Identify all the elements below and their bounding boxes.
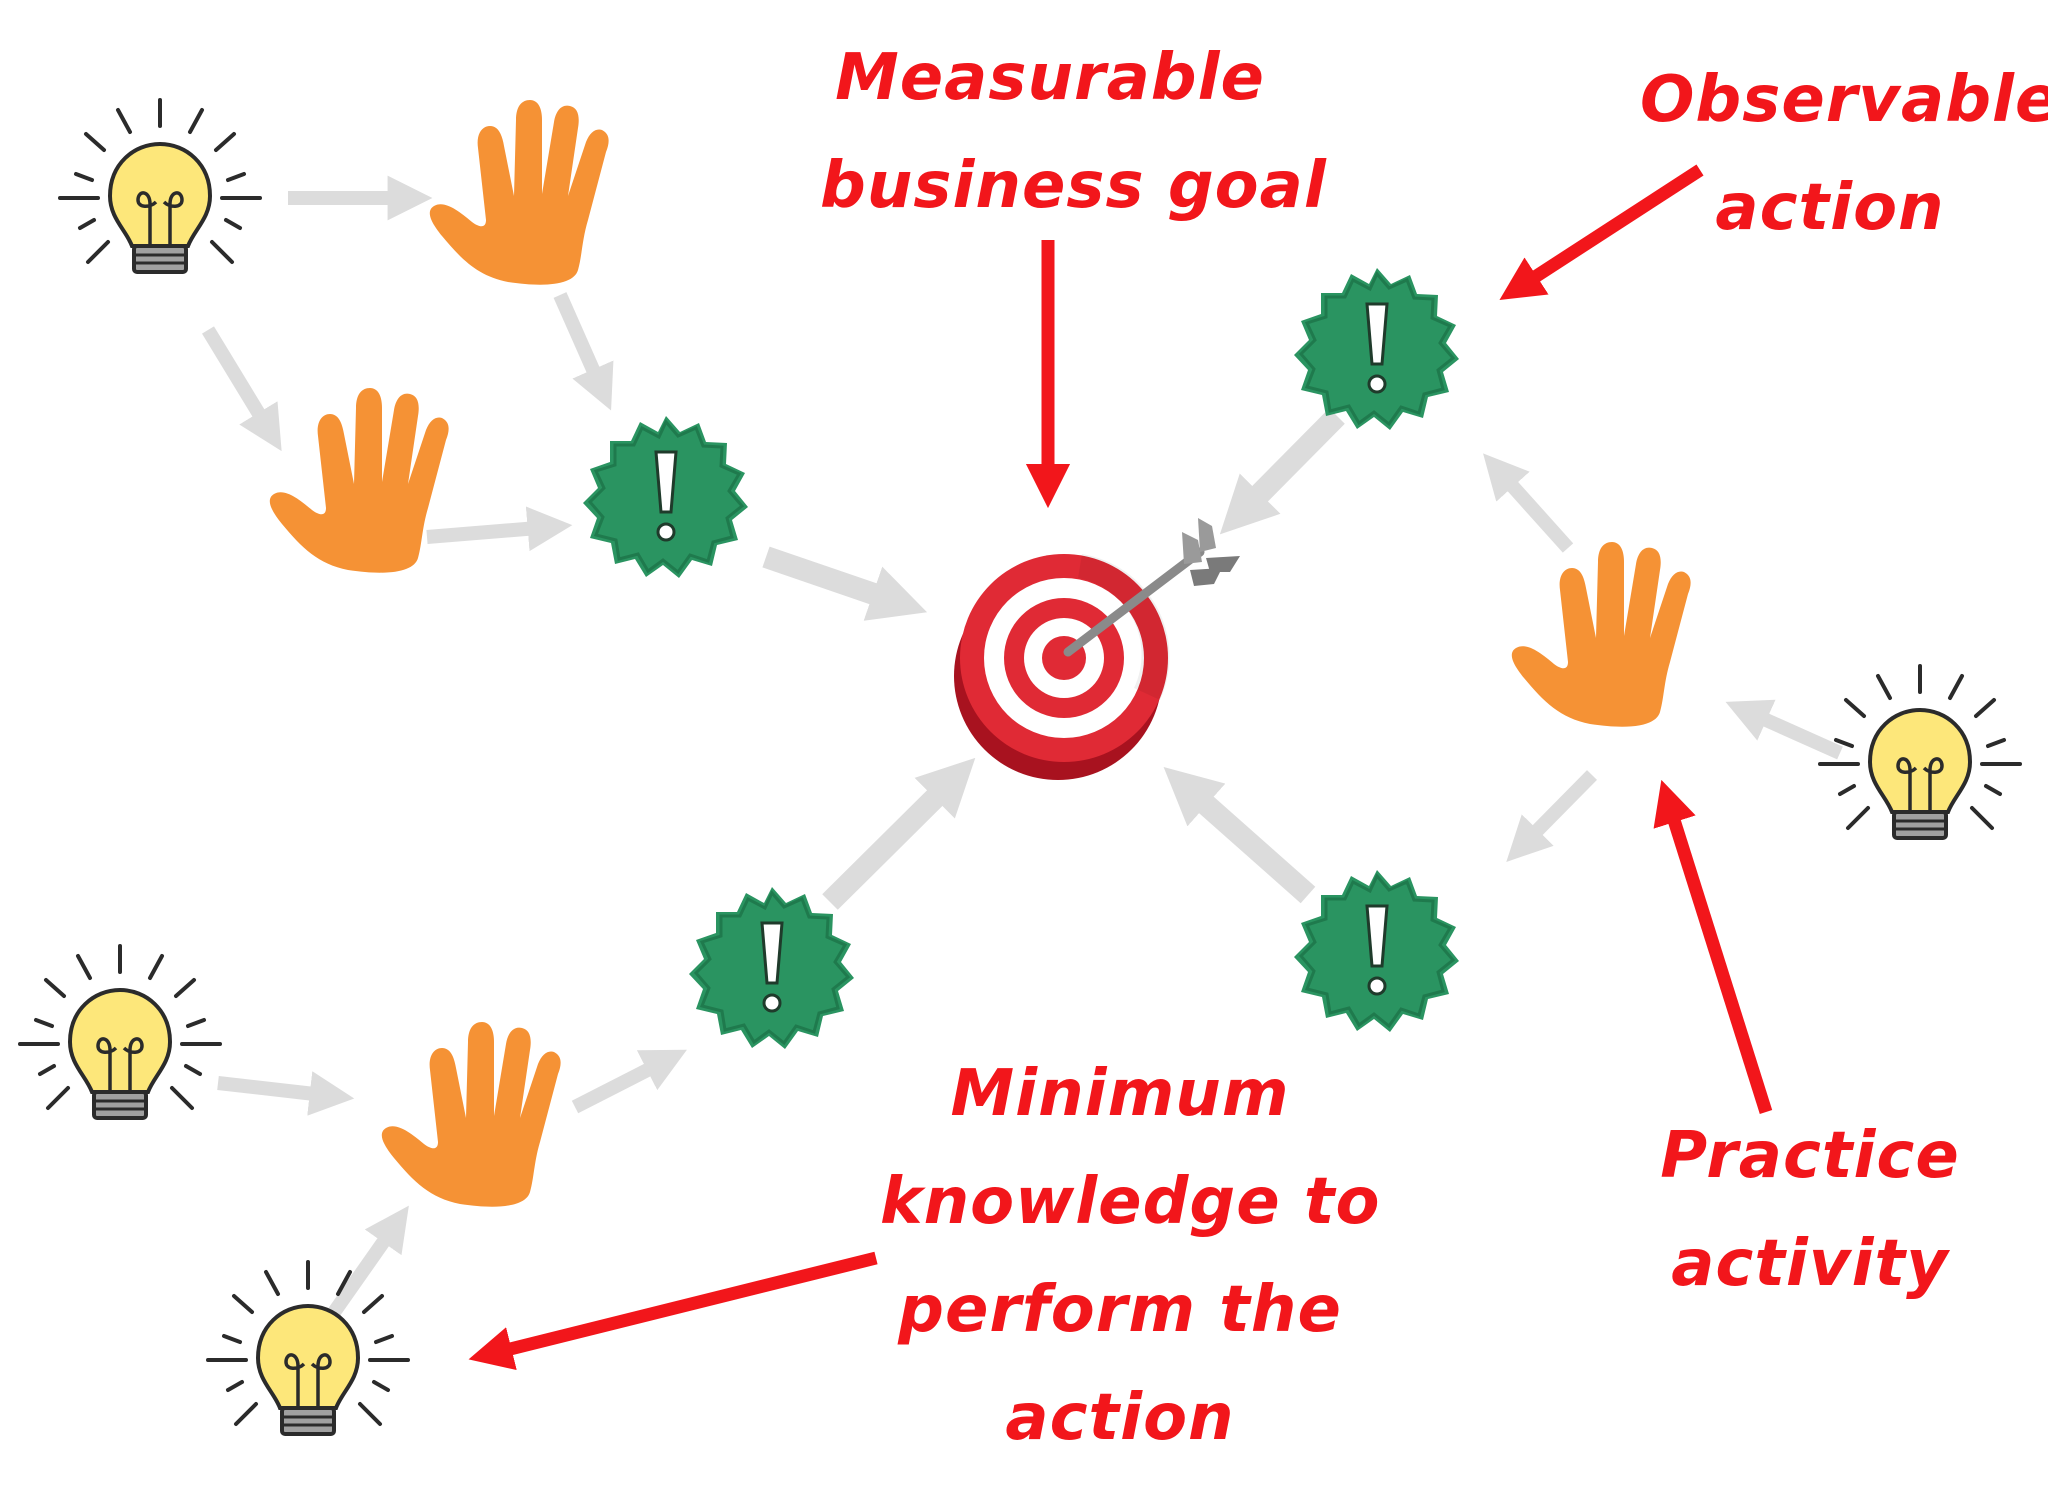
practice-label-line2: activity [1671,1227,1949,1301]
connector-badge1-target [762,546,928,621]
minimum-label-line4: action [1005,1381,1235,1455]
connector-bulb2-hand4 [217,1071,355,1116]
minimum-label-line3: perform the [898,1273,1342,1347]
hand-icon [381,1022,561,1207]
connector-badge3-target [1163,767,1316,904]
light-bulb-icon [18,944,222,1120]
connector-hand4-badge4 [571,1049,687,1114]
connector-badge4-target [822,757,976,910]
observable-label-line2: action [1715,171,1945,245]
minimum-label-line1: Minimum [950,1057,1290,1131]
observable-pointer-arrow [1499,164,1704,301]
connector-bulb3-hand3 [1725,699,1843,760]
hand-icon [269,388,449,573]
practice-label: Practice activity [1620,1102,2000,1318]
connector-hand1-badge1 [553,292,614,411]
target-with-arrow-icon [954,518,1240,780]
goal-label: Measurable business goal [820,24,1327,240]
connector-hand2-badge1 [426,506,573,552]
minimum-pointer-arrow [468,1251,878,1371]
hand-icon [429,100,609,285]
minimum-label: Minimum knowledge to perform the action [880,1040,1381,1472]
connector-hand3-badge2 [1483,453,1574,553]
goal-label-line1: Measurable [835,41,1265,115]
connector-badge2-target [1219,408,1345,535]
goal-label-line2: business goal [820,149,1327,223]
exclamation-badge-icon [581,414,750,580]
observable-label-line1: Observable [1640,63,2048,137]
practice-pointer-arrow [1653,779,1773,1114]
light-bulb-icon [58,98,262,274]
minimum-label-line2: knowledge to [880,1165,1381,1239]
practice-label-line1: Practice [1660,1119,1960,1193]
light-bulb-icon [1818,664,2022,840]
exclamation-badge-icon [1292,868,1461,1034]
connector-hand3-badge3 [1506,770,1597,862]
exclamation-badge-icon [1292,266,1461,432]
light-bulb-icon [206,1260,410,1436]
exclamation-badge-icon [687,885,856,1051]
connector-bulb4-hand4 [324,1205,409,1323]
connector-bulb1-hand2 [202,326,282,452]
hand-icon [1511,542,1691,727]
observable-label: Observable action [1640,46,2048,262]
